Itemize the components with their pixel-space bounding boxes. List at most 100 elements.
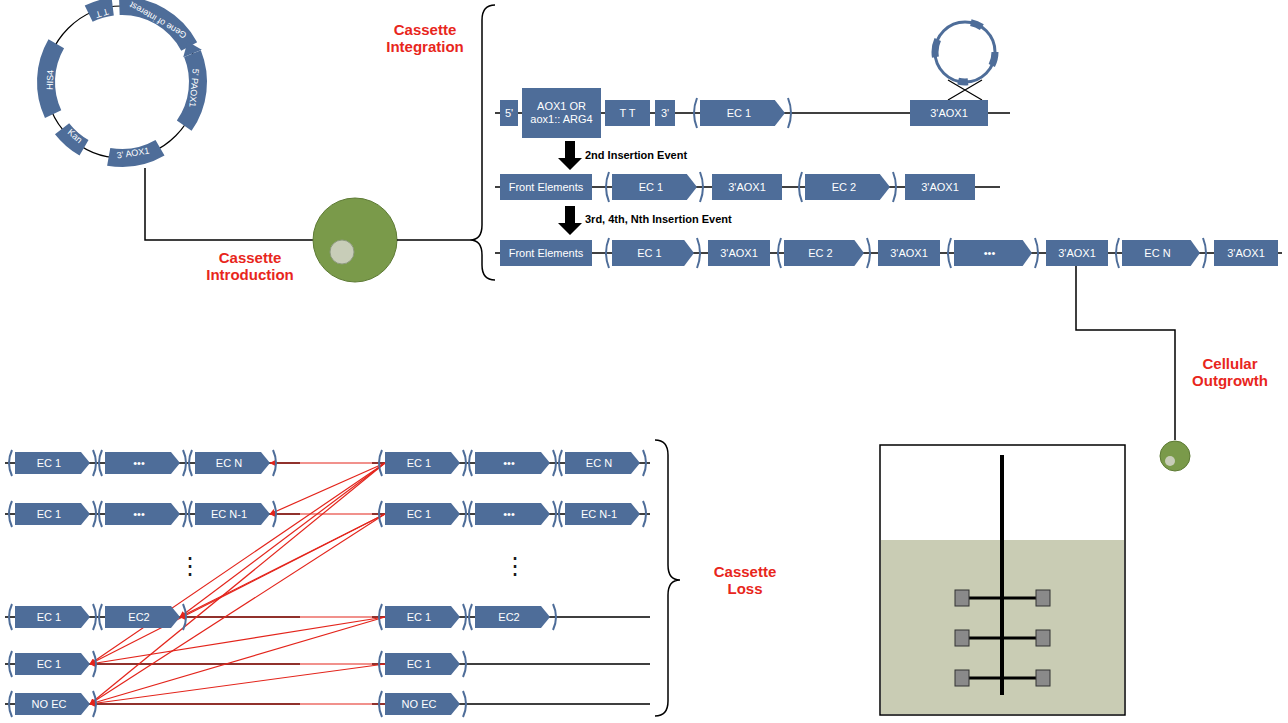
cell-nucleus xyxy=(1165,456,1175,466)
node-text: 3'AOX1 xyxy=(921,181,959,194)
cassette-parentheses xyxy=(606,238,700,268)
stage-label: Cassette Loss xyxy=(703,563,787,598)
arrow-fill xyxy=(195,503,270,525)
node-text: 3'AOX1 xyxy=(890,247,928,260)
loss-arrow xyxy=(90,463,385,704)
gene-box: 3'AOX1 xyxy=(1046,240,1108,266)
node-text: Front Elements xyxy=(509,181,584,194)
stage-label: Cassette Integration xyxy=(378,21,473,56)
node-text: EC2 xyxy=(128,611,149,624)
gene-box: T T xyxy=(605,100,650,126)
cassette-arrow: EC 2 xyxy=(805,174,890,200)
cassette-parentheses xyxy=(948,238,1038,268)
cassette-arrow: EC 1 xyxy=(700,100,785,126)
arrow-fill xyxy=(784,240,864,266)
cassette-parentheses xyxy=(379,501,466,527)
cassette-arrow: EC N xyxy=(565,452,640,474)
cassette-arrow: ••• xyxy=(954,240,1032,266)
node-text: EC 2 xyxy=(832,181,856,194)
plasmid-segment xyxy=(18,0,226,186)
cassette-arrow: EC 1 xyxy=(612,174,697,200)
arrow-fill xyxy=(15,452,90,474)
arrow-fill xyxy=(385,503,460,525)
cassette-arrow: EC N xyxy=(195,452,270,474)
loss-arrow xyxy=(90,703,385,704)
arrow-fill xyxy=(612,174,697,200)
arrow-fill xyxy=(195,452,270,474)
cassette-parentheses xyxy=(9,691,96,717)
cassette-arrow: ••• xyxy=(105,452,180,474)
cassette-parentheses xyxy=(99,604,186,630)
cassette-parentheses xyxy=(189,501,276,527)
cassette-parentheses xyxy=(1116,238,1206,268)
arrow-fill xyxy=(954,240,1032,266)
node-text: T T xyxy=(619,107,635,120)
cassette-parentheses xyxy=(379,651,466,677)
arrow-fill xyxy=(565,452,640,474)
integration-line xyxy=(397,239,470,241)
cassette-parentheses xyxy=(469,450,556,476)
cassette-arrow: EC 1 xyxy=(385,653,460,675)
node-text: ••• xyxy=(133,508,145,521)
cassette-arrow: EC N-1 xyxy=(565,503,640,525)
node-text: EC 1 xyxy=(727,107,751,120)
outgrowth-line xyxy=(1076,266,1175,440)
node-text: EC 1 xyxy=(407,457,431,470)
cassette-parentheses xyxy=(559,501,646,527)
cassette-parentheses xyxy=(379,450,466,476)
cassette-parentheses xyxy=(9,501,96,527)
cassette-arrow: EC 1 xyxy=(15,503,90,525)
reactor-vessel xyxy=(880,445,1125,715)
arrow-fill xyxy=(475,503,550,525)
plasmid-segments xyxy=(935,22,995,82)
node-text: EC N-1 xyxy=(211,508,247,521)
node-text: EC 1 xyxy=(407,508,431,521)
crossover-lines xyxy=(948,80,982,100)
cassette-parentheses xyxy=(559,450,646,476)
cassette-arrow: NO EC xyxy=(15,693,90,715)
node-text: EC 1 xyxy=(37,658,61,671)
loss-arrow xyxy=(180,616,385,617)
cassette-arrow: EC 1 xyxy=(612,240,694,266)
node-text: EC 1 xyxy=(639,181,663,194)
gene-box: 5' xyxy=(500,100,518,126)
node-text: 3'AOX1 xyxy=(1058,247,1096,260)
node-text: 5' xyxy=(505,107,513,120)
node-text: EC2 xyxy=(498,611,519,624)
node-text: EC 2 xyxy=(808,247,832,260)
cassette-arrow: ••• xyxy=(475,452,550,474)
cassette-arrow: EC 1 xyxy=(385,452,460,474)
arrow-fill xyxy=(105,452,180,474)
gene-box: 3'AOX1 xyxy=(1214,240,1278,266)
cassette-parentheses xyxy=(469,604,556,630)
plasmid-segment xyxy=(20,0,223,184)
node-text: NO EC xyxy=(402,698,437,711)
bioreactor xyxy=(880,445,1125,715)
plasmid-segment xyxy=(21,0,223,183)
impeller-blades xyxy=(955,590,1050,686)
node-text: 3'AOX1 xyxy=(1227,247,1265,260)
cassette-parentheses xyxy=(9,450,96,476)
arrow-fill xyxy=(385,606,460,628)
arrow-fill xyxy=(385,693,460,715)
cassette-arrow: ••• xyxy=(105,503,180,525)
node-text: EC 1 xyxy=(37,508,61,521)
arrow-fill xyxy=(475,452,550,474)
node-text: EC 1 xyxy=(37,611,61,624)
node-text: NO EC xyxy=(32,698,67,711)
arrow-fill xyxy=(105,606,180,628)
loss-arrow xyxy=(180,463,385,617)
node-text: 3'AOX1 xyxy=(930,107,968,120)
cassette-parentheses xyxy=(606,172,703,202)
cassette-arrow: NO EC xyxy=(385,693,460,715)
cassette-parentheses xyxy=(379,604,466,630)
arrow-fill xyxy=(15,653,90,675)
cassette-arrow: EC 2 xyxy=(784,240,864,266)
loss-arrow xyxy=(90,617,385,704)
node-text: ••• xyxy=(984,247,996,260)
impeller-arms xyxy=(965,598,1040,678)
cassette-parentheses xyxy=(189,450,276,476)
node-text: EC 1 xyxy=(407,658,431,671)
node-text: ••• xyxy=(503,508,515,521)
